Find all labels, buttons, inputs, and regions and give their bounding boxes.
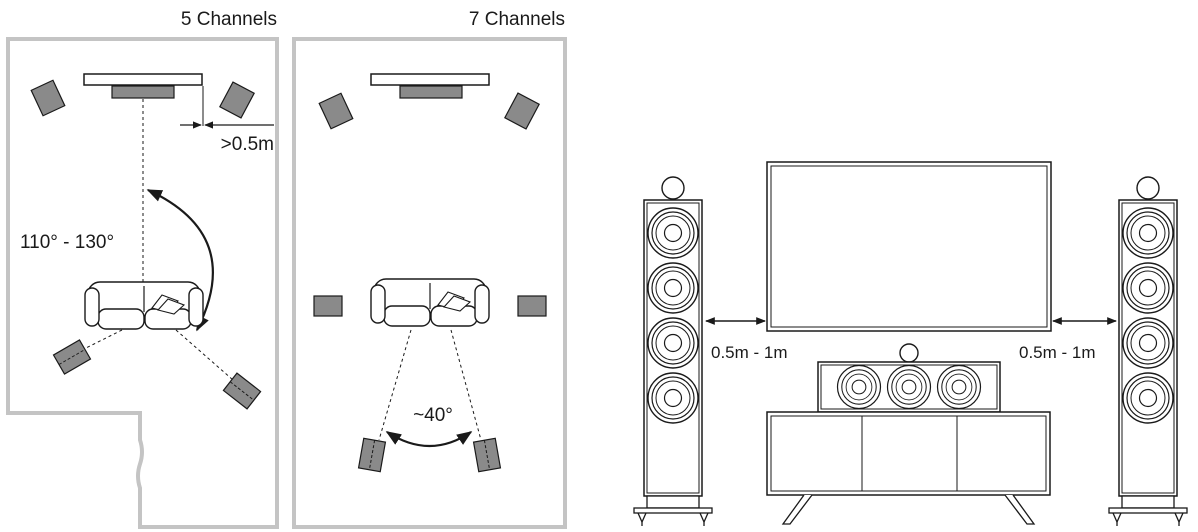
center-speaker-icon-seven	[399, 85, 463, 99]
five-channels-title: 5 Channels	[181, 9, 277, 30]
room-wall-seven	[292, 37, 567, 529]
tv-screen-top	[83, 73, 203, 86]
rear-angle-arc	[385, 431, 473, 448]
front-right-speaker-icon-seven	[504, 92, 540, 130]
right-tower-speaker	[1109, 177, 1187, 526]
sofa-seven	[370, 278, 490, 327]
seven-channel-layout: 7 Channels ~40°	[292, 9, 567, 529]
sofa-five	[84, 281, 204, 330]
center-speaker-front	[817, 343, 1001, 413]
rear-left-line	[378, 329, 412, 441]
five-channel-layout: 5 Channels >0.5m 110° - 130°	[6, 9, 279, 529]
rear-left-speaker-icon	[357, 437, 387, 473]
tv-cabinet	[766, 411, 1051, 525]
tv-screen-top-seven	[370, 73, 490, 86]
rear-angle-label: ~40°	[413, 405, 453, 426]
front-left-speaker-icon	[30, 79, 66, 117]
front-left-speaker-icon-seven	[318, 92, 354, 130]
wall-distance-label: >0.5m	[221, 134, 274, 155]
surround-right-speaker-icon	[222, 372, 262, 410]
right-distance-label: 0.5m - 1m	[1019, 343, 1096, 362]
room-wall-five	[6, 37, 279, 529]
rear-right-line	[450, 329, 482, 441]
surround-angle-arc	[146, 189, 214, 332]
surround-left-line	[77, 329, 123, 353]
center-speaker-icon	[111, 85, 175, 99]
surround-left-speaker-icon	[52, 339, 92, 375]
surround-angle-label: 110° - 130°	[20, 232, 114, 253]
left-tower-speaker	[634, 177, 712, 526]
front-view-setup: 0.5m - 1m 0.5m - 1m	[634, 161, 1187, 526]
tv-screen-front	[770, 165, 1048, 328]
rear-right-speaker-icon	[472, 437, 502, 473]
front-right-speaker-icon	[219, 81, 255, 119]
left-distance-label: 0.5m - 1m	[711, 343, 788, 362]
side-left-speaker-icon	[313, 295, 343, 317]
seven-channels-title: 7 Channels	[469, 9, 565, 30]
side-right-speaker-icon	[517, 295, 547, 317]
surround-right-line	[175, 329, 234, 381]
